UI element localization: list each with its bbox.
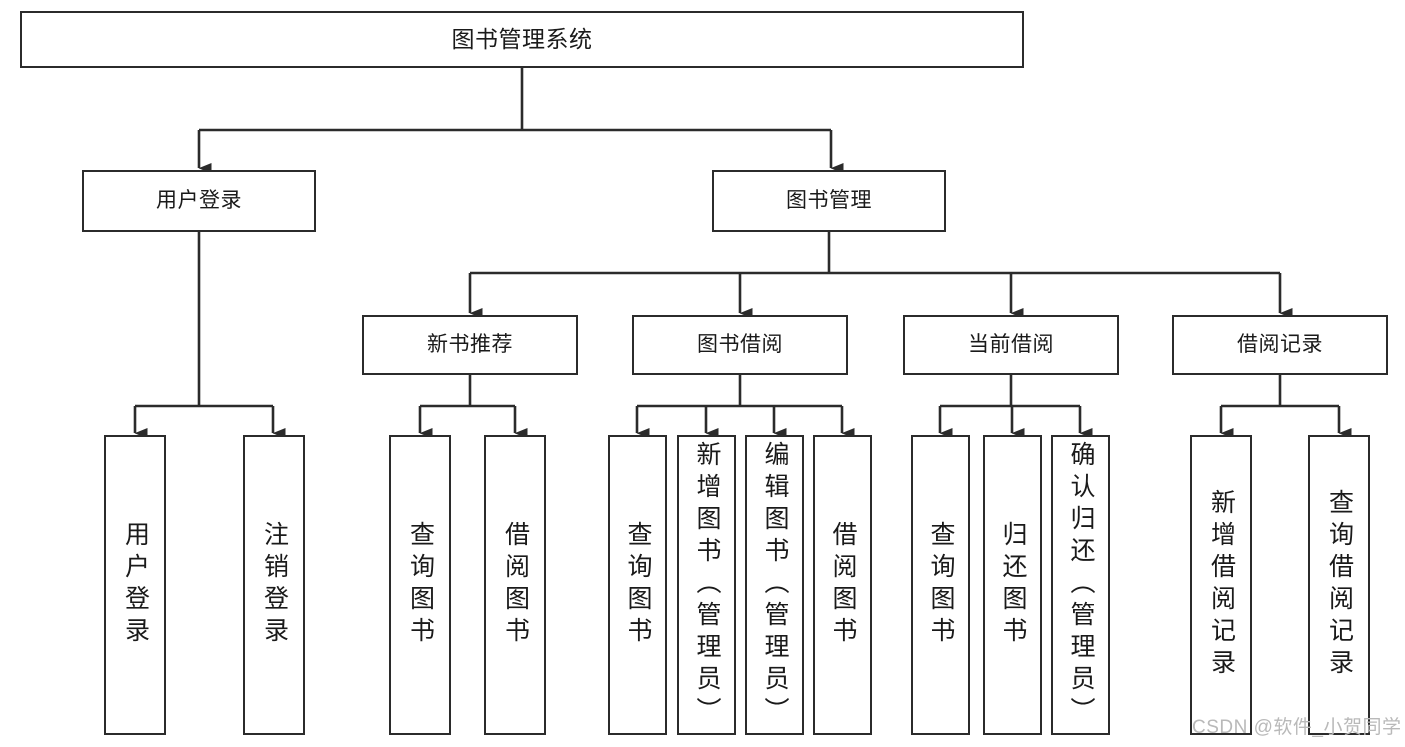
node-leaf-add-record[interactable]: 新增借阅记录 (1190, 435, 1252, 735)
node-borrow-record[interactable]: 借阅记录 (1172, 315, 1388, 375)
node-leaf-query-record[interactable]: 查询借阅记录 (1308, 435, 1370, 735)
node-leaf-user-login[interactable]: 用户登录 (104, 435, 166, 735)
node-new-book-rec-label: 新书推荐 (427, 332, 513, 356)
node-leaf-borrow-book-2-label: 借阅图书 (829, 521, 857, 649)
node-leaf-return-book-label: 归还图书 (999, 521, 1027, 649)
node-leaf-query-book-2-label: 查询图书 (624, 521, 652, 649)
node-user-login-label: 用户登录 (156, 188, 242, 212)
node-leaf-borrow-book-2[interactable]: 借阅图书 (813, 435, 872, 735)
node-book-borrow[interactable]: 图书借阅 (632, 315, 848, 375)
node-leaf-borrow-book-1[interactable]: 借阅图书 (484, 435, 546, 735)
node-leaf-query-book-3-label: 查询图书 (927, 521, 955, 649)
node-new-book-rec[interactable]: 新书推荐 (362, 315, 578, 375)
node-leaf-query-book-1[interactable]: 查询图书 (389, 435, 451, 735)
node-root[interactable]: 图书管理系统 (20, 11, 1024, 68)
node-book-manage[interactable]: 图书管理 (712, 170, 946, 232)
node-leaf-user-login-label: 用户登录 (121, 521, 150, 649)
node-leaf-edit-book[interactable]: 编辑图书（管理员） (745, 435, 804, 735)
node-borrow-record-label: 借阅记录 (1237, 332, 1323, 356)
node-leaf-add-book[interactable]: 新增图书（管理员） (677, 435, 736, 735)
node-leaf-query-book-3[interactable]: 查询图书 (911, 435, 970, 735)
node-leaf-confirm-return[interactable]: 确认归还（管理员） (1051, 435, 1110, 735)
node-leaf-edit-book-label: 编辑图书（管理员） (761, 441, 789, 729)
node-current-borrow[interactable]: 当前借阅 (903, 315, 1119, 375)
node-book-borrow-label: 图书借阅 (697, 332, 783, 356)
node-leaf-query-record-label: 查询借阅记录 (1325, 489, 1354, 681)
node-leaf-confirm-return-label: 确认归还（管理员） (1067, 441, 1095, 729)
node-leaf-borrow-book-1-label: 借阅图书 (501, 521, 530, 649)
node-leaf-add-book-label: 新增图书（管理员） (693, 441, 721, 729)
node-root-label: 图书管理系统 (451, 25, 593, 52)
node-current-borrow-label: 当前借阅 (968, 332, 1054, 356)
node-leaf-return-book[interactable]: 归还图书 (983, 435, 1042, 735)
node-leaf-query-book-1-label: 查询图书 (406, 521, 435, 649)
node-leaf-logout[interactable]: 注销登录 (243, 435, 305, 735)
node-leaf-add-record-label: 新增借阅记录 (1207, 489, 1236, 681)
node-book-manage-label: 图书管理 (786, 188, 872, 212)
node-leaf-logout-label: 注销登录 (260, 521, 289, 649)
node-leaf-query-book-2[interactable]: 查询图书 (608, 435, 667, 735)
node-user-login[interactable]: 用户登录 (82, 170, 316, 232)
